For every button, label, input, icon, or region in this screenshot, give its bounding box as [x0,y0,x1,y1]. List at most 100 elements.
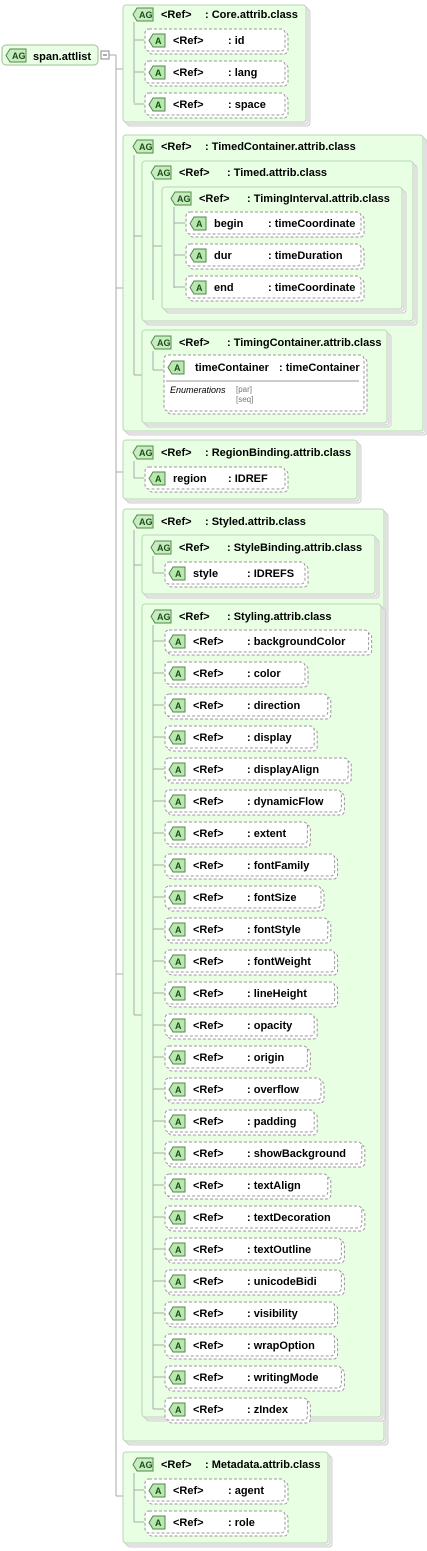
styling-attr-16[interactable]: <Ref> : showBackground [164,1141,366,1168]
styling-attr-8[interactable]: <Ref>: fontSize [164,885,325,912]
metadata-attr-1[interactable]: <Ref>: role [144,1510,289,1537]
attribute-group-icon: AG [139,10,153,20]
styling-attr-10-name: : fontWeight [247,956,311,968]
styling-attr-6[interactable]: <Ref>: extent [164,821,311,848]
style-binding-ref: <Ref> [179,542,210,554]
timed-container-ref: <Ref> [161,141,192,153]
styling-attr-14-badge: A [168,1082,186,1097]
timed-name: : Timed.attrib.class [227,167,327,179]
region-attr[interactable]: region: IDREF [144,466,289,493]
timing-interval-attr-1[interactable]: dur: timeDuration [185,243,365,270]
timing-interval-attr-2-ref: end [214,282,234,294]
styling-attr-11[interactable]: <Ref> : lineHeight [164,981,339,1008]
attribute-icon: A [175,1085,182,1095]
styling-attr-24[interactable]: <Ref>: zIndex [164,1397,311,1424]
attribute-icon: A [175,1117,182,1127]
styling-attr-0-ref: <Ref> [193,636,224,648]
styling-attr-1-name: : color [247,668,281,680]
timing-interval-attr-0[interactable]: begin: timeCoordinate [185,211,365,238]
core-attr-2[interactable]: <Ref> : space [144,92,289,119]
styling-attr-18[interactable]: <Ref>: textDecoration [164,1205,366,1232]
styling-attr-20[interactable]: <Ref>: unicodeBidi [164,1269,345,1296]
style-attr[interactable]: style: IDREFS [164,561,309,588]
attribute-icon: A [175,1405,182,1415]
styling-attr-4[interactable]: <Ref> : displayAlign [164,757,352,784]
styling-attr-7-name: : fontFamily [247,860,310,872]
styling-attr-17[interactable]: <Ref>: textAlign [164,1173,332,1200]
styling-attr-24-name: : zIndex [247,1404,289,1416]
timed-container-name: : TimedContainer.attrib.class [205,141,356,153]
core-attr-1-name: : lang [228,67,257,79]
styling-attr-8-badge: A [168,890,186,905]
styling-attr-15[interactable]: <Ref>: padding [164,1109,318,1136]
styling-attr-14-ref: <Ref> [193,1084,224,1096]
attribute-icon: A [175,829,182,839]
attribute-icon: A [155,1518,162,1528]
styling-attr-8-name: : fontSize [247,892,297,904]
styling-attr-16-ref: <Ref> [193,1148,224,1160]
styling-attr-12[interactable]: <Ref>: opacity [164,1013,318,1040]
time-container-name: : timeContainer [279,362,360,374]
attribute-group-icon: AG [157,338,171,348]
timing-interval-attr-0-name: : timeCoordinate [268,218,355,230]
core-attr-2-name: : space [228,99,266,111]
styling-attr-0[interactable]: <Ref>: backgroundColor [164,629,373,656]
root-badge: AG [5,48,27,63]
style-attr-ref: style [193,568,218,580]
timing-interval-badge: AG [170,191,192,206]
attribute-icon: A [175,861,182,871]
region-attr-badge: A [148,471,166,486]
attribute-icon: A [175,893,182,903]
styling-attr-11-badge: A [168,986,186,1001]
styling-badge: AG [150,609,172,624]
styling-attr-9-badge: A [168,922,186,937]
styling-attr-22[interactable]: <Ref>: wrapOption [164,1333,339,1360]
styling-attr-23-badge: A [168,1370,186,1385]
styling-attr-11-ref: <Ref> [193,988,224,1000]
styling-attr-10[interactable]: <Ref>: fontWeight [164,949,339,976]
core-attr-1[interactable]: <Ref>: lang [144,60,289,87]
timing-interval-attr-0-badge: A [189,216,207,231]
region-binding-name: : RegionBinding.attrib.class [205,447,351,459]
metadata-attr-0[interactable]: <Ref>: agent [144,1478,289,1505]
styling-attr-21-name: : visibility [247,1308,299,1320]
styling-attr-4-ref: <Ref> [193,764,224,776]
style-attr-badge: A [168,566,186,581]
styling-attr-5-badge: A [168,794,186,809]
styling-attr-19[interactable]: <Ref>: textOutline [164,1237,345,1264]
core-attr-0[interactable]: <Ref>: id [144,28,289,55]
time-container-attr[interactable]: timeContainer: timeContainerEnumerations… [163,354,368,415]
attribute-icon: A [175,1181,182,1191]
styling-attr-1[interactable]: <Ref>: color [164,661,309,688]
styling-name: : Styling.attrib.class [227,611,332,623]
attribute-group-icon: AG [139,448,153,458]
styling-attr-5-ref: <Ref> [193,796,224,808]
styling-attr-9[interactable]: <Ref>: fontStyle [164,917,332,944]
attribute-icon: A [175,701,182,711]
timing-interval-attr-1-ref: dur [214,250,232,262]
styling-attr-3[interactable]: <Ref>: display [164,725,318,752]
styling-attr-21[interactable]: <Ref>: visibility [164,1301,339,1328]
styling-attr-7[interactable]: <Ref>: fontFamily [164,853,339,880]
core-attr-1-badge: A [148,65,166,80]
metadata-attr-1-badge: A [148,1515,166,1530]
core-attr-2-ref: <Ref> [173,99,204,111]
styling-attr-13[interactable]: <Ref>: origin [164,1045,311,1072]
timing-interval-attr-2[interactable]: end: timeCoordinate [185,275,365,302]
styling-attr-4-badge: A [168,762,186,777]
styling-attr-5[interactable]: <Ref>: dynamicFlow [164,789,345,816]
styling-attr-17-badge: A [168,1178,186,1193]
styling-attr-2[interactable]: <Ref>: direction [164,693,332,720]
attribute-icon: A [196,251,203,261]
styling-attr-16-name: : showBackground [247,1148,346,1160]
styling-attr-23[interactable]: <Ref>: writingMode [164,1365,345,1392]
attribute-group-icon: AG [12,51,26,61]
region-binding-ref: <Ref> [161,447,192,459]
styling-attr-11-name: : lineHeight [247,988,307,1000]
enumerations-label: Enumerations [170,385,226,395]
attribute-group-icon: AG [139,1460,153,1470]
styling-attr-9-name: : fontStyle [247,924,301,936]
styling-attr-4-name: : displayAlign [247,764,319,776]
styling-attr-14[interactable]: <Ref>: overflow [164,1077,325,1104]
metadata-badge: AG [132,1457,154,1472]
